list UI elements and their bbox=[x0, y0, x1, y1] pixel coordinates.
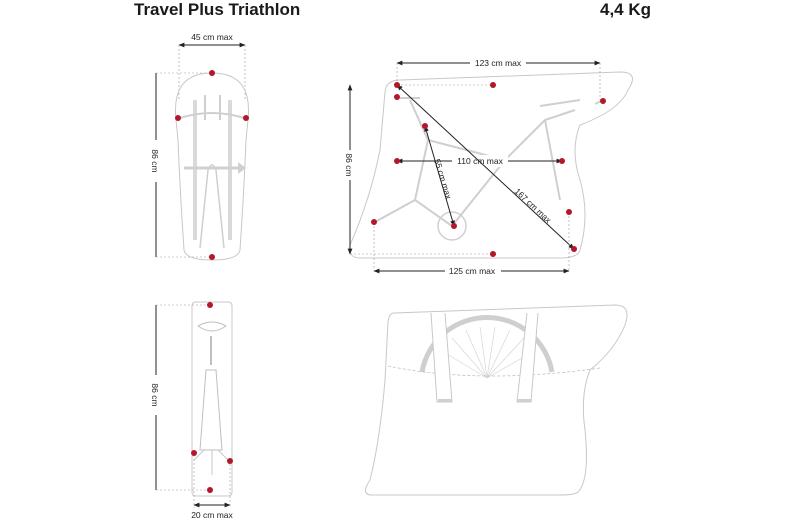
side-top-width-label: 123 cm max bbox=[475, 58, 522, 68]
folded-height-label: 86 cm bbox=[150, 383, 160, 406]
side-diagonal-label: 167 cm max bbox=[513, 186, 554, 225]
packed-view bbox=[365, 304, 628, 496]
side-mid-width-label: 110 cm max bbox=[457, 156, 503, 166]
side-seat-label: 55 cm max bbox=[432, 158, 454, 201]
folded-width-label: 20 cm max bbox=[191, 510, 233, 520]
side-height-label: 86 cm bbox=[344, 153, 354, 176]
front-width-label: 45 cm max bbox=[191, 32, 233, 42]
side-view: 123 cm max 86 cm 110 cm max 55 cm max 16… bbox=[344, 57, 633, 277]
product-title: Travel Plus Triathlon bbox=[134, 0, 301, 19]
front-height-label: 86 cm bbox=[150, 149, 160, 172]
side-bottom-width-label: 125 cm max bbox=[449, 266, 496, 276]
product-weight: 4,4 Kg bbox=[600, 0, 652, 19]
folded-view: 86 cm 20 cm max bbox=[150, 301, 234, 520]
front-view: 45 cm max 86 cm bbox=[150, 32, 249, 261]
